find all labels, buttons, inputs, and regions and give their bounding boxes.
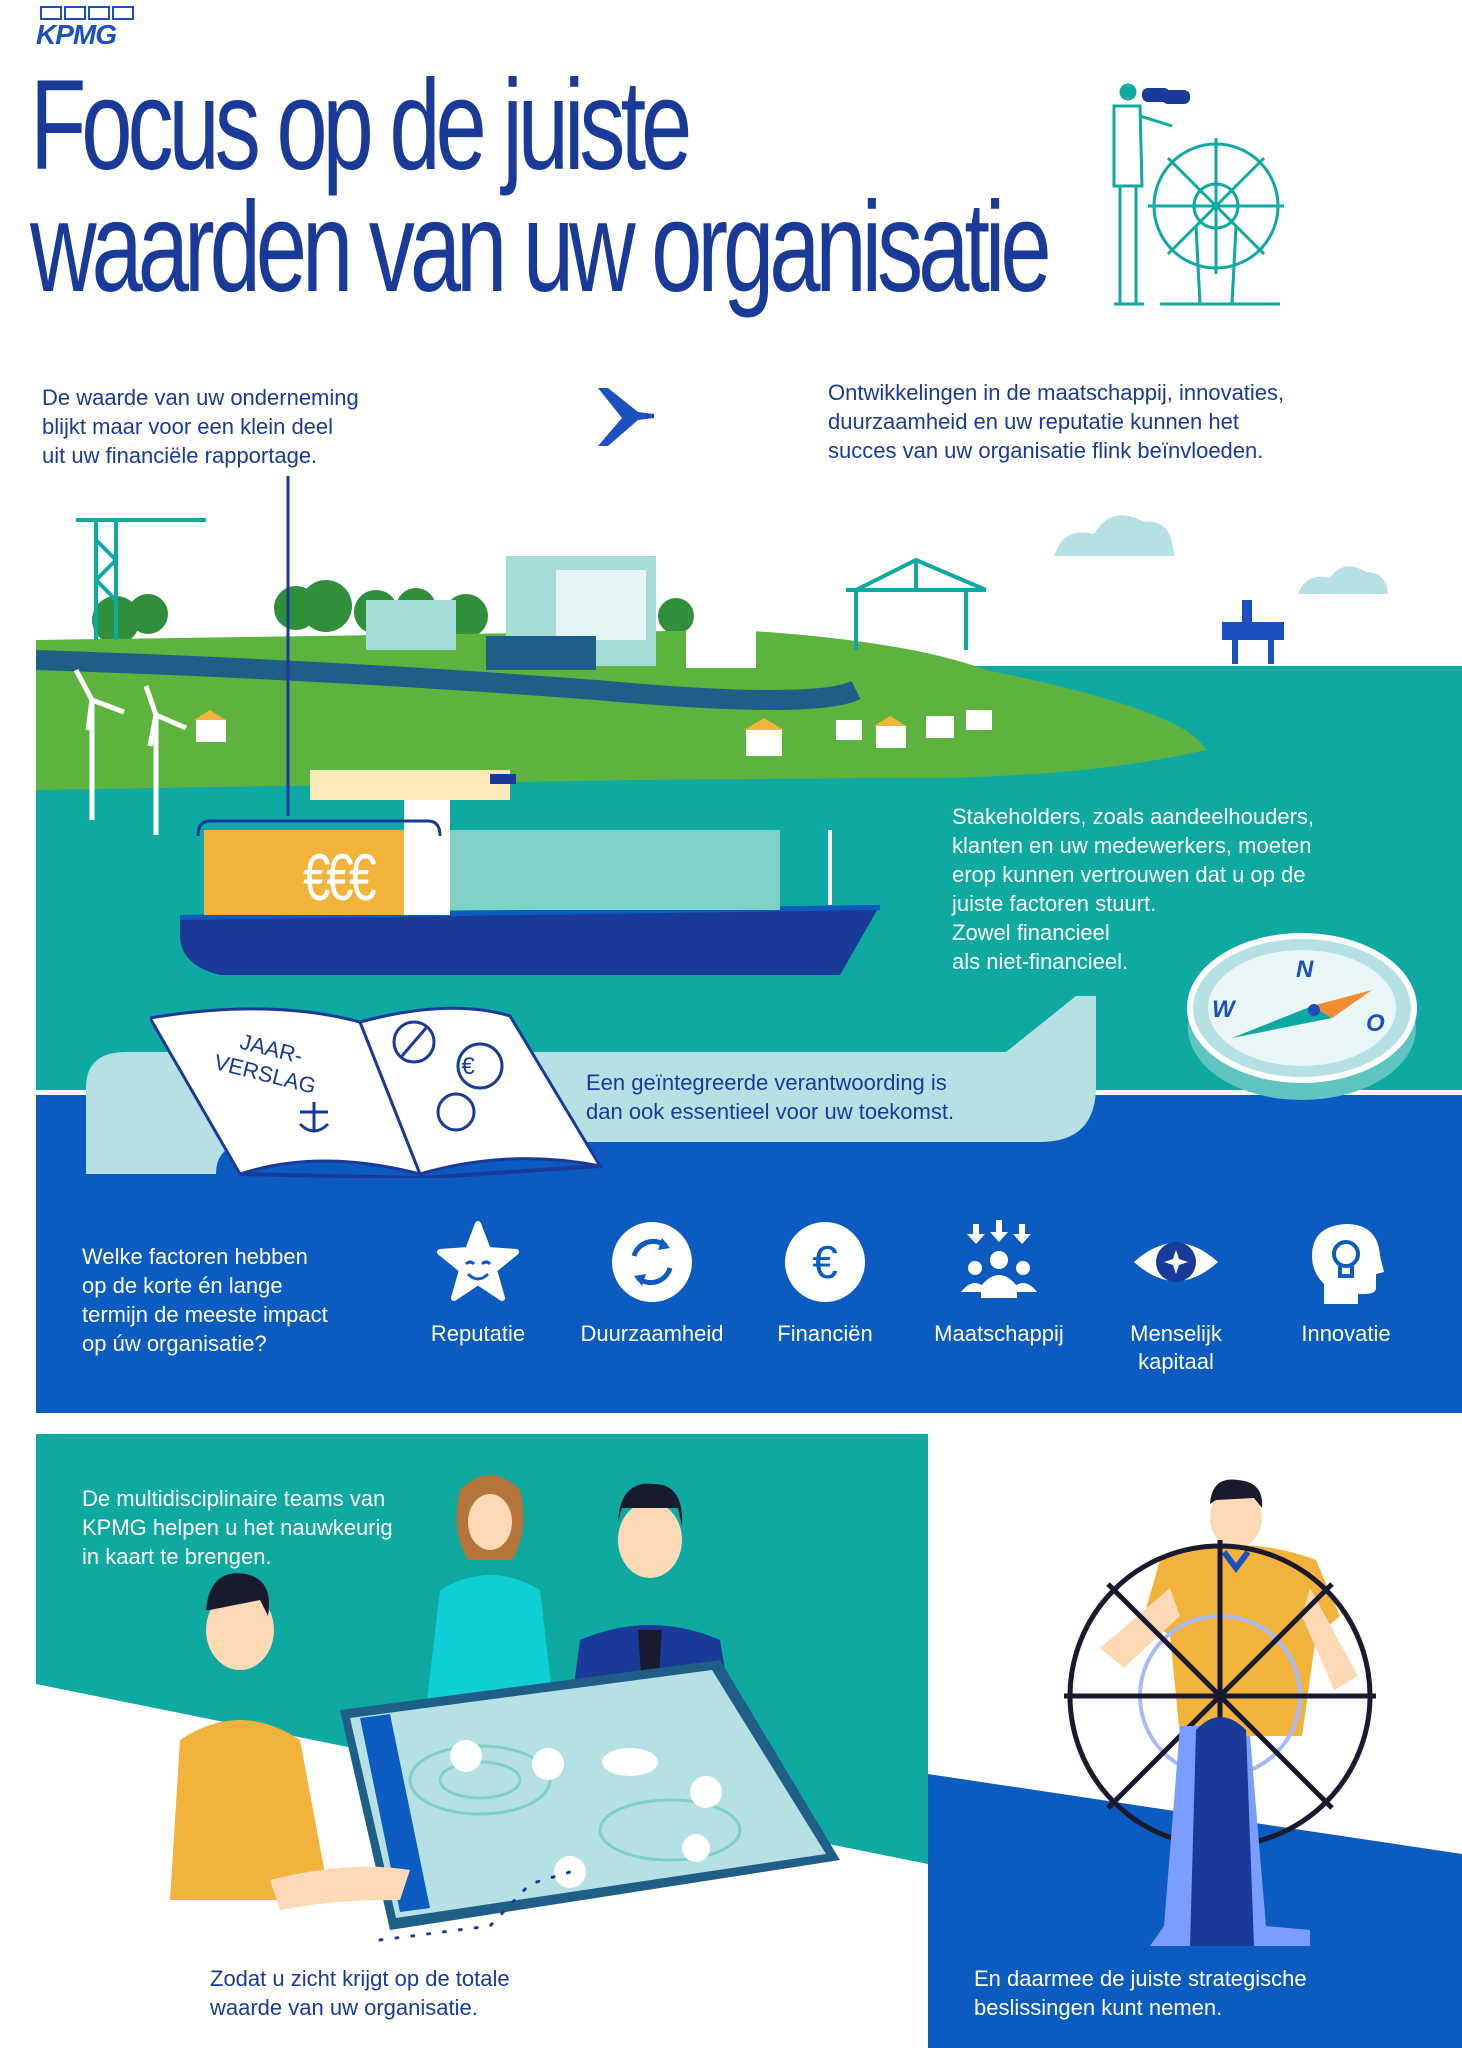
compass-west: W <box>1212 996 1235 1023</box>
team-map-illustration <box>170 1475 840 1942</box>
eye-icon <box>1134 1242 1218 1282</box>
factor-label: Reputatie <box>430 1321 526 1346</box>
factor-maatschappij: Maatschappij <box>919 1220 1079 1348</box>
svg-text:€: € <box>461 1053 475 1080</box>
bottom-left-line: waarde van uw organisatie. <box>210 1995 478 2020</box>
bracket-pointer <box>196 476 442 837</box>
compass-north: N <box>1296 956 1314 983</box>
kpmg-logo: KPMG <box>36 6 136 50</box>
people-icon <box>961 1220 1037 1298</box>
intro-left-line: uit uw financiële rapportage. <box>42 443 318 468</box>
logo-boxes <box>40 6 134 20</box>
factor-label-line: Menselijk <box>1130 1321 1222 1346</box>
factor-label: Innovatie <box>1301 1321 1391 1346</box>
compass-icon <box>1187 933 1417 1100</box>
intro-right-line: Ontwikkelingen in de maatschappij, innov… <box>828 380 1285 405</box>
annual-report-book: € <box>150 1006 604 1178</box>
question-text: Welke factoren hebben op de korte én lan… <box>82 1242 328 1358</box>
logo-text: KPMG <box>36 19 117 50</box>
lookout-illustration <box>1112 83 1284 306</box>
page-title: Focus op de juiste waarden van uw organi… <box>30 62 1442 312</box>
integrated-line: dan ook essentieel voor uw toekomst. <box>586 1099 955 1124</box>
factor-label: Menselijk kapitaal <box>1096 1320 1256 1376</box>
question-line: op de korte én lange <box>82 1273 283 1298</box>
bottom-right-text: En daarmee de juiste strategische beslis… <box>974 1964 1307 2022</box>
svg-text:€: € <box>812 1236 838 1288</box>
factor-reputatie: Reputatie <box>398 1220 558 1348</box>
cargo-euro-symbols: €€€ <box>303 840 377 914</box>
question-line: termijn de meeste impact <box>82 1302 328 1327</box>
teams-line: in kaart te brengen. <box>82 1544 272 1569</box>
intro-left-text: De waarde van uw onderneming blijkt maar… <box>42 383 359 470</box>
bottom-left-text: Zodat u zicht krijgt op de totale waarde… <box>210 1964 510 2022</box>
teams-line: De multidisciplinaire teams van <box>82 1486 386 1511</box>
intro-right-line: duurzaamheid en uw reputatie kunnen het <box>828 409 1239 434</box>
container-ship <box>180 770 880 975</box>
title-line-2: waarden van uw organisatie <box>30 176 1052 319</box>
factor-innovatie: Innovatie <box>1266 1220 1426 1348</box>
factor-label-line: kapitaal <box>1138 1349 1214 1374</box>
stakeholders-line: klanten en uw medewerkers, moeten <box>952 833 1312 858</box>
teams-line: KPMG helpen u het nauwkeurig <box>82 1515 393 1540</box>
factor-label: Maatschappij <box>934 1321 1064 1346</box>
stakeholders-line: Zowel financieel <box>952 920 1110 945</box>
question-line: Welke factoren hebben <box>82 1244 308 1269</box>
integrated-line: Een geïntegreerde verantwoording is <box>586 1070 947 1095</box>
factor-duurzaamheid: Duurzaamheid <box>572 1220 732 1348</box>
factor-financien: € Financiën <box>745 1220 905 1348</box>
bottom-right-line: beslissingen kunt nemen. <box>974 1995 1223 2020</box>
airplane-icon <box>598 388 654 446</box>
intro-right-line: succes van uw organisatie flink beïnvloe… <box>828 438 1264 463</box>
compass-east: O <box>1366 1010 1385 1037</box>
teams-text: De multidisciplinaire teams van KPMG hel… <box>82 1484 393 1571</box>
factor-menselijk-kapitaal: Menselijk kapitaal <box>1096 1220 1256 1376</box>
star-face-icon <box>437 1221 519 1301</box>
helmsman-illustration <box>1064 1479 1376 1946</box>
title-line-1: Focus op de juiste <box>30 54 692 197</box>
head-bulb-icon <box>1312 1224 1384 1304</box>
question-line: op úw organisatie? <box>82 1331 267 1356</box>
intro-left-line: blijkt maar voor een klein deel <box>42 414 334 439</box>
stakeholders-text: Stakeholders, zoals aandeelhouders, klan… <box>952 802 1314 976</box>
stakeholders-line: als niet-financieel. <box>952 949 1129 974</box>
integrated-text: Een geïntegreerde verantwoording is dan … <box>586 1068 954 1126</box>
recycle-icon <box>612 1222 692 1302</box>
factor-label: Financiën <box>777 1321 873 1346</box>
bottom-right-line: En daarmee de juiste strategische <box>974 1966 1307 1991</box>
stakeholders-line: Stakeholders, zoals aandeelhouders, <box>952 804 1315 829</box>
intro-left-line: De waarde van uw onderneming <box>42 385 359 410</box>
stakeholders-line: erop kunnen vertrouwen dat u op de <box>952 862 1306 887</box>
factor-label: Duurzaamheid <box>580 1321 724 1346</box>
intro-right-text: Ontwikkelingen in de maatschappij, innov… <box>828 378 1284 465</box>
stakeholders-line: juiste factoren stuurt. <box>952 891 1157 916</box>
euro-icon: € <box>785 1222 865 1302</box>
bottom-left-line: Zodat u zicht krijgt op de totale <box>210 1966 510 1991</box>
